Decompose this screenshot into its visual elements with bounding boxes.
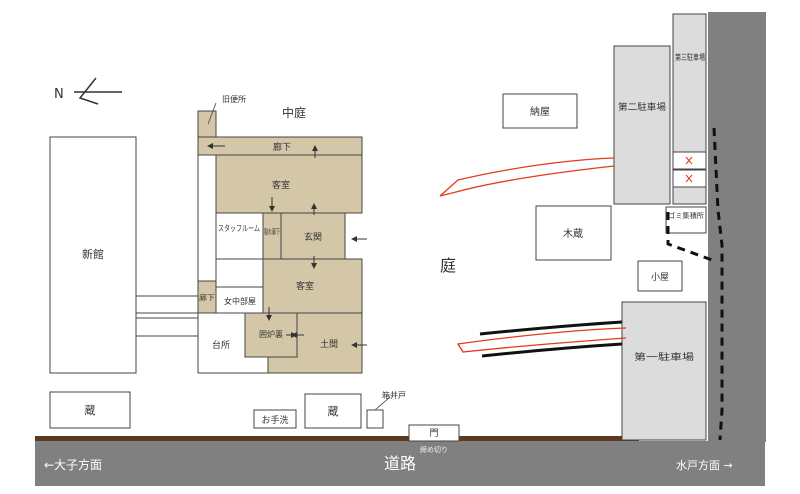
black-arrow-lower [481, 342, 623, 358]
route-dashed [712, 127, 724, 441]
red-arrow-upper [439, 157, 615, 197]
flow-arrows [207, 143, 367, 348]
storehouse-mid-label: 蔵 [328, 405, 339, 418]
gate-note-label: 締め切り [420, 445, 448, 454]
parking-1 [621, 301, 707, 441]
maid-room-label: 女中部屋 [224, 296, 256, 306]
new-building [49, 136, 137, 374]
corridor-side-label: 廊下 [199, 293, 215, 302]
gate [408, 424, 460, 442]
to-mito-label: 水戸方面 → [676, 458, 733, 472]
new-building-label: 新館 [82, 247, 104, 261]
garbage-label: ゴミ集積所 [668, 211, 704, 220]
hakoido-label: 箱井戸 [382, 390, 406, 400]
hand-wash [253, 409, 297, 429]
black-arrow-upper [479, 320, 623, 336]
entrance-label: 玄関 [304, 231, 322, 243]
side-road [708, 12, 766, 442]
gate-label: 門 [429, 428, 438, 439]
wood-store-label: 木蔵 [563, 227, 583, 240]
old-toilet-label: 旧便所 [222, 94, 246, 104]
small-hut-label: 小屋 [651, 272, 669, 283]
small-hut [637, 260, 683, 292]
road-band [35, 441, 765, 486]
hidden-corridor-label: 隠れ廊下 [264, 227, 280, 236]
earth-floor-label: 土間 [320, 338, 338, 350]
guest-room-top-label: 客室 [272, 179, 290, 191]
ground-line [35, 436, 639, 441]
road-label: 道路 [384, 454, 416, 473]
north-arrow-icon [74, 77, 122, 105]
hakoido-box [366, 409, 384, 429]
parking-2 [613, 45, 671, 205]
kitchen-label: 台所 [212, 339, 230, 351]
wood-store [535, 205, 612, 261]
compass-label: N [54, 87, 64, 102]
courtyard-label: 中庭 [282, 105, 306, 120]
parking-3-label: 第三駐車場 [675, 52, 705, 62]
storehouse-left-label: 蔵 [85, 404, 96, 417]
hearth-label: 囲炉裏 [259, 329, 283, 339]
connector-corridors [136, 295, 198, 337]
storehouse-mid [304, 393, 362, 429]
to-daigo-label: ←大子方面 [44, 457, 102, 472]
garbage-area [665, 206, 707, 234]
parking-1-label: 第一駐車場 [634, 351, 694, 363]
route-dashed-branch [666, 212, 713, 262]
guest-room-mid-label: 客室 [296, 280, 314, 292]
storage-hut [502, 93, 578, 129]
blocked-x-icons [685, 156, 693, 183]
corridor-top-label: 廊下 [273, 141, 291, 153]
storehouse-left [49, 391, 131, 429]
staff-room-label: スタッフルーム [218, 224, 260, 233]
parking-2-label: 第二駐車場 [618, 101, 666, 113]
storage-hut-label: 納屋 [530, 105, 550, 118]
red-arrow-lower [456, 327, 627, 353]
garden-label: 庭 [440, 256, 456, 275]
hand-wash-label: お手洗 [261, 414, 288, 426]
